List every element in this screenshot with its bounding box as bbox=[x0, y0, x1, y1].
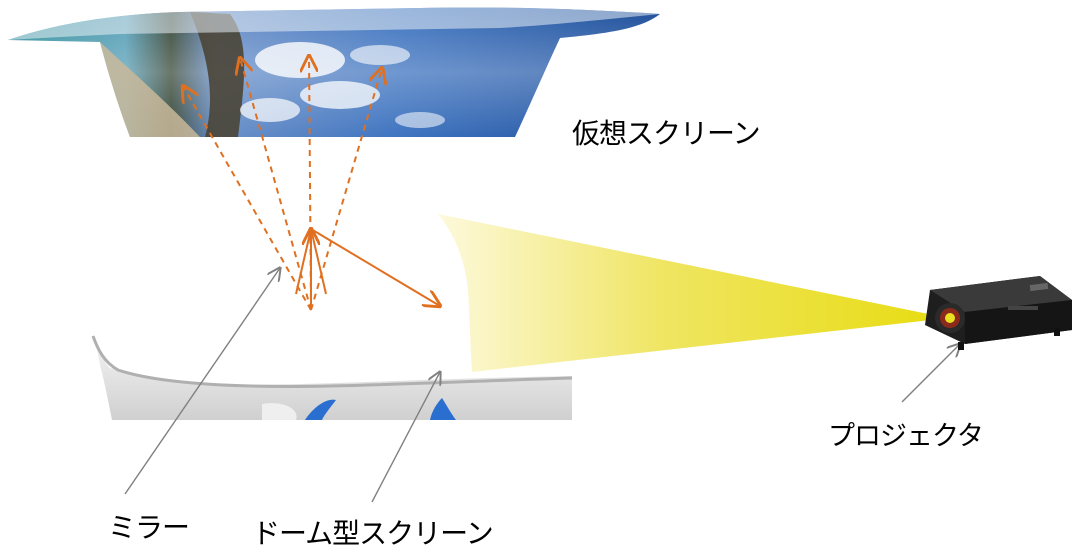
pointer-line-group bbox=[124, 268, 960, 503]
projector-pointer-line bbox=[901, 344, 960, 403]
projection-beam bbox=[438, 214, 948, 372]
mirror-pointer-line bbox=[124, 268, 280, 495]
virtual-ray bbox=[310, 68, 382, 311]
mirror-label: ミラー bbox=[108, 511, 190, 544]
virtual-screen-image bbox=[8, 7, 660, 137]
dome-screen-label: ドーム型スクリーン bbox=[252, 517, 494, 550]
virtual-screen-label: 仮想スクリーン bbox=[572, 117, 761, 150]
dome-decor-shape bbox=[430, 398, 456, 420]
reflection-ray bbox=[295, 228, 312, 295]
virtual-ray-group bbox=[183, 56, 382, 311]
projector-image bbox=[925, 276, 1072, 350]
reflection-ray bbox=[310, 228, 440, 306]
reflection-ray-group bbox=[295, 228, 440, 310]
dome-screen-image bbox=[91, 335, 573, 420]
reflection-ray bbox=[310, 228, 327, 295]
virtual-ray bbox=[309, 56, 311, 311]
virtual-ray bbox=[183, 86, 312, 311]
projector-label: プロジェクタ bbox=[828, 421, 984, 452]
dome-decor-shape bbox=[305, 399, 336, 420]
dome-pointer-line bbox=[371, 372, 440, 503]
